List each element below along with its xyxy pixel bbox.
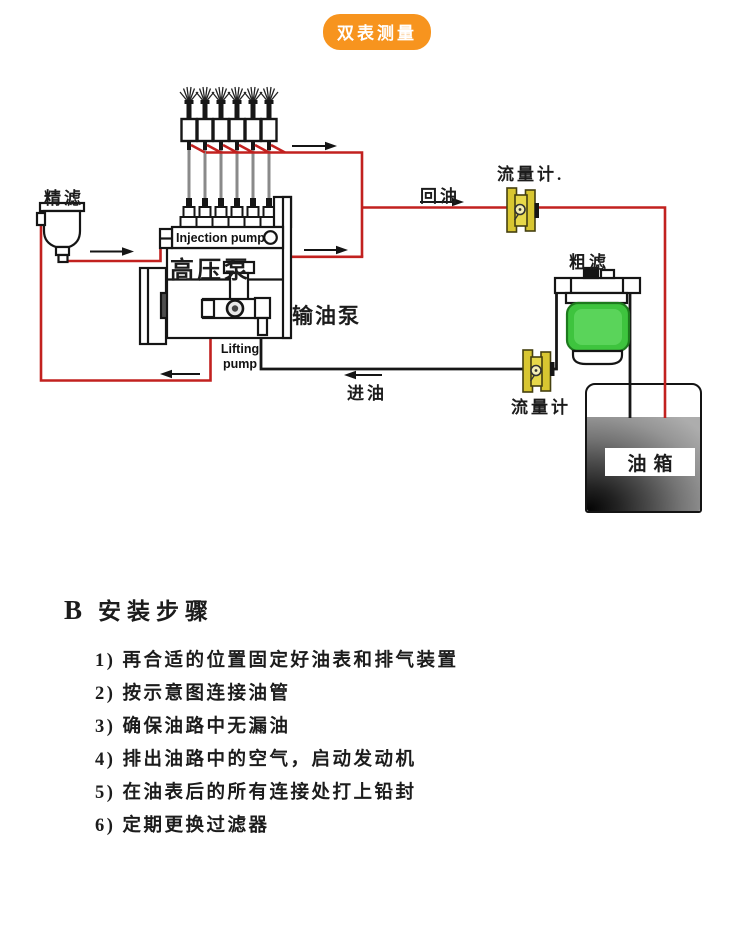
oil-tank-label: 油箱 <box>605 448 695 476</box>
lifting-pump-right-port-lower <box>256 316 269 337</box>
install-step-3: 3) 确保油路中无漏油 <box>95 717 291 737</box>
flow-arrows <box>90 141 464 380</box>
coarse-filter-bowl <box>571 349 624 366</box>
label-lifting-pump: Lifting pump <box>220 342 260 371</box>
flow-meter-return <box>506 187 539 233</box>
label-flow-meter-top: 流量计. <box>497 165 565 184</box>
label-delivery-pump: 输油泵 <box>292 304 361 328</box>
label-injection-pump: Injection pump <box>176 231 265 245</box>
label-flow-meter-bottom: 流量计 <box>511 398 571 417</box>
fine-filter-side-port <box>35 211 47 227</box>
section-heading: B 安装步骤 <box>64 592 214 626</box>
lifting-pump-to-fine-filter-line <box>39 224 212 382</box>
diagram-labels: 精滤 回油 流量计. 粗滤 流量计 进油 高压泵 输油泵 Injection p… <box>44 165 609 417</box>
label-fine-filter: 精滤 <box>44 189 84 208</box>
return-oil-line-to-tank <box>362 206 667 418</box>
pump-end-plate <box>281 195 293 340</box>
install-step-4: 4) 排出油路中的空气，启动发动机 <box>95 750 417 770</box>
label-coarse-filter: 粗滤 <box>569 253 609 272</box>
label-return-oil: 回油 <box>420 187 460 206</box>
injection-pump-assembly <box>138 195 293 346</box>
section-title: 安装步骤 <box>98 599 215 624</box>
coarse-filter-nub2 <box>599 268 616 280</box>
red-fuel-lines <box>39 143 667 418</box>
flow-meter-inlet <box>522 349 555 393</box>
fuel-system-diagram <box>35 85 667 418</box>
fine-filter <box>35 201 86 264</box>
injector-leakoff-branches <box>190 143 286 154</box>
coarse-filter <box>553 266 642 366</box>
inlet-line-to-lifting-pump <box>259 334 523 371</box>
install-step-2: 2) 按示意图连接油管 <box>95 684 291 704</box>
lifting-pump-left-port <box>200 298 216 319</box>
install-step-6: 6) 定期更换过滤器 <box>95 816 270 836</box>
coarse-filter-nub <box>582 266 600 280</box>
label-oil-inlet: 进油 <box>347 384 387 403</box>
header-badge: 双表测量 <box>323 14 431 50</box>
label-high-pressure-pump: 高压泵 <box>170 258 251 284</box>
leakoff-manifold-line <box>206 151 364 257</box>
section-letter: B <box>64 595 83 625</box>
pump-outlet-port <box>263 230 278 245</box>
install-steps: 1) 再合适的位置固定好油表和排气装置 2) 按示意图连接油管 3) 确保油路中… <box>95 645 459 843</box>
install-step-1: 1) 再合适的位置固定好油表和排气装置 <box>95 651 459 671</box>
oil-tank: 油箱 <box>585 383 702 513</box>
install-step-5: 5) 在油表后的所有连接处打上铅封 <box>95 783 417 803</box>
